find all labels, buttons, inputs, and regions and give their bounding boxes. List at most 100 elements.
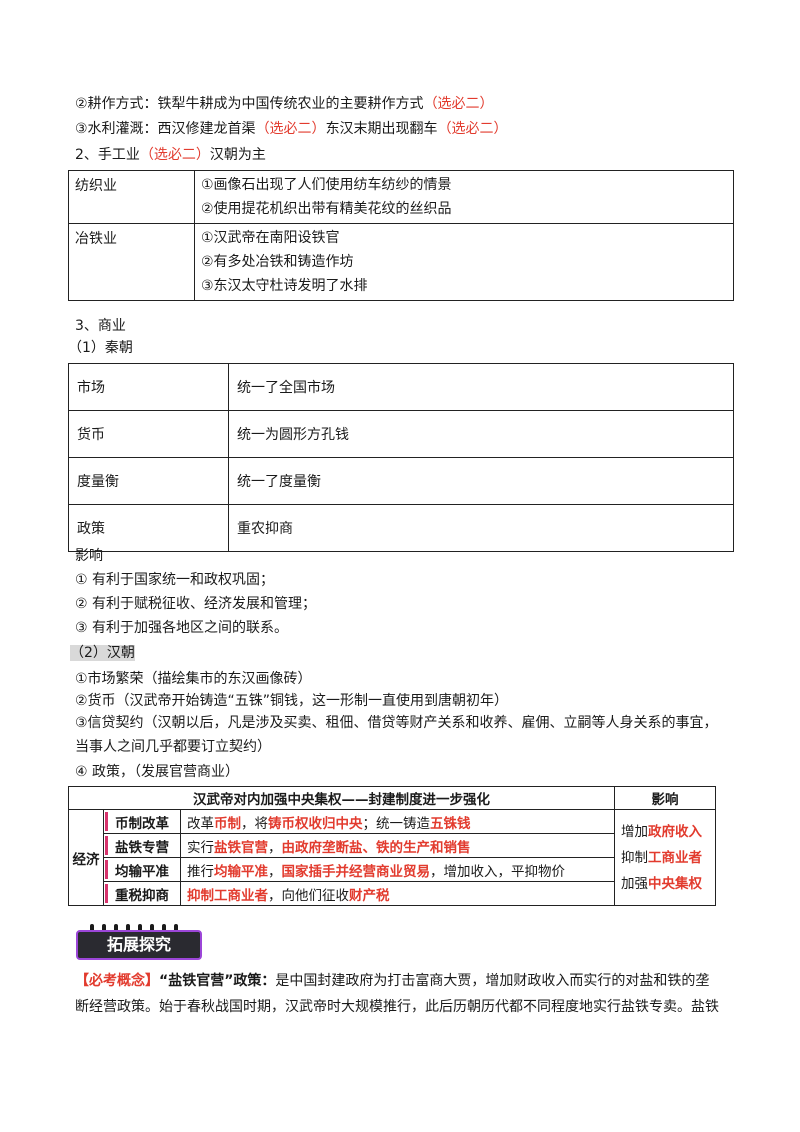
policy-effect: 抑制工商业者: [621, 845, 715, 871]
plain-text: ，: [268, 863, 282, 880]
qin-value: 统一了度量衡: [228, 457, 734, 505]
qin-key: 政策: [68, 504, 229, 552]
plain-text: 实行: [187, 839, 214, 856]
policy-impact-header: 影响: [614, 786, 716, 810]
policy-category: 经济: [68, 809, 104, 906]
emphasis-text: 铸币权收归中央: [268, 815, 363, 832]
handicraft-item: ②有多处冶铁和铸造作坊: [201, 254, 354, 270]
emphasis-text: 五铢钱: [430, 815, 471, 832]
emphasis-text: 由政府垄断盐、铁的生产和销售: [281, 839, 471, 856]
impact-item: ③ 有利于加强各地区之间的联系。: [75, 620, 289, 636]
plain-text: ；统一铸造: [362, 815, 431, 832]
emphasis-text: 工商业者: [648, 849, 702, 866]
plain-text: 加强: [621, 875, 648, 892]
handicraft-values: ①汉武帝在南阳设铁官 ②有多处冶铁和铸造作坊 ③东汉太守杜诗发明了水排: [194, 223, 734, 301]
qin-table: 市场 统一了全国市场 货币 统一为圆形方孔钱 度量衡 统一了度量衡 政策 重农抑…: [68, 363, 734, 552]
section-badge: 拓展探究: [76, 924, 202, 960]
policy-effect: 加强中央集权: [621, 871, 715, 897]
qin-key: 市场: [68, 363, 229, 411]
concept-tag: 【必考概念】: [75, 973, 159, 989]
policy-table-title: 汉武帝对内加强中央集权——封建制度进一步强化: [68, 786, 615, 810]
handicraft-item: ③东汉太守杜诗发明了水排: [201, 278, 368, 294]
qin-value: 重农抑商: [228, 504, 734, 552]
table-row: 经济 币制改革 改革币制，将铸币权收归中央；统一铸造五铢钱 增加政府收入 抑制工…: [68, 809, 716, 906]
policy-item: 币制改革: [103, 809, 181, 834]
qin-value: 统一了全国市场: [228, 363, 734, 411]
plain-text: 增加: [621, 823, 648, 840]
item-marker: [105, 860, 108, 879]
emphasis-text: 财产税: [349, 887, 390, 904]
han-point: 当事人之间几乎都要订立契约）: [75, 739, 271, 755]
agri-water-tag: （选必二）: [255, 121, 326, 137]
plain-text: ，增加收入，平抑物价: [430, 863, 565, 880]
policy-item: 重税抑商: [103, 881, 181, 906]
concept-line: 断经营政策。始于春秋战国时期，汉武帝时大规模推行，此后历朝历代都不同程度地实行盐…: [75, 999, 719, 1015]
concept-line: 【必考概念】“盐铁官营”政策：是中国封建政府为打击富商大贾，增加财政收入而实行的…: [75, 968, 725, 994]
han-point: ③信贷契约（汉朝以后，凡是涉及买卖、租佃、借贷等财产关系和收养、雇佣、立嗣等人身…: [75, 715, 718, 731]
handicraft-key: 冶铁业: [68, 223, 195, 301]
han-point: ④ 政策，（发展官营商业）: [75, 764, 240, 780]
table-row: 货币 统一为圆形方孔钱: [68, 410, 734, 458]
table-row: 冶铁业 ①汉武帝在南阳设铁官 ②有多处冶铁和铸造作坊 ③东汉太守杜诗发明了水排: [68, 223, 734, 301]
handicraft-item: ②使用提花机织出带有精美花纹的丝织品: [201, 201, 452, 217]
concept-text: 是中国封建政府为打击富商大贾，增加财政收入而实行的对盐和铁的垄: [275, 973, 710, 989]
han-point: ②货币（汉武帝开始铸造“五铢”铜钱，这一形制一直使用到唐朝初年）: [75, 693, 509, 709]
section-badge-label: 拓展探究: [76, 930, 202, 960]
policy-table: 汉武帝对内加强中央集权——封建制度进一步强化 影响 经济 币制改革 改革币制，将…: [68, 786, 716, 906]
plain-text: ，: [268, 839, 282, 856]
plain-text: 抑制: [621, 849, 648, 866]
policy-item: 盐铁专营: [103, 833, 181, 858]
handicraft-item: ①汉武帝在南阳设铁官: [201, 230, 340, 246]
item-marker: [105, 812, 108, 831]
item-marker: [105, 884, 108, 903]
plain-text: 推行: [187, 863, 214, 880]
table-row: 度量衡 统一了度量衡: [68, 457, 734, 505]
policy-desc: 抑制工商业者，向他们征收财产税: [180, 881, 615, 906]
impact-item: ① 有利于国家统一和政权巩固；: [75, 572, 275, 588]
concept-term: “盐铁官营”政策：: [159, 973, 276, 989]
emphasis-text: 均输平准: [214, 863, 268, 880]
item-marker: [105, 836, 108, 855]
handicraft-key: 纺织业: [68, 170, 195, 224]
agri-water-line: ③水利灌溉：西汉修建龙首渠（选必二）东汉末期出现翻车（选必二）: [75, 119, 508, 139]
policy-item: 均输平准: [103, 857, 181, 882]
agri-plow-text: ②耕作方式：铁犁牛耕成为中国传统农业的主要耕作方式: [75, 96, 424, 112]
concept-paragraph: 【必考概念】“盐铁官营”政策：是中国封建政府为打击富商大贾，增加财政收入而实行的…: [75, 968, 725, 1020]
handicraft-heading-text: 2、手工业: [75, 147, 140, 163]
han-point: ①市场繁荣（描绘集市的东汉画像砖）: [75, 671, 312, 687]
handicraft-values: ①画像石出现了人们使用纺车纺纱的情景 ②使用提花机织出带有精美花纹的丝织品: [194, 170, 734, 224]
handicraft-heading-suffix: 汉朝为主: [209, 147, 266, 163]
handicraft-heading: 2、手工业（选必二）汉朝为主: [75, 145, 266, 165]
table-row: 市场 统一了全国市场: [68, 363, 734, 411]
policy-effects: 增加政府收入 抑制工商业者 加强中央集权: [614, 809, 716, 906]
table-row: 纺织业 ①画像石出现了人们使用纺车纺纱的情景 ②使用提花机织出带有精美花纹的丝织…: [68, 170, 734, 224]
han-heading: （2）汉朝: [70, 643, 135, 663]
emphasis-text: 币制: [214, 815, 241, 832]
table-row: 均输平准 推行均输平准，国家插手并经营商业贸易，增加收入，平抑物价: [69, 857, 716, 882]
impact-title: 影响: [75, 548, 103, 564]
emphasis-text: 政府收入: [648, 823, 702, 840]
plain-text: ，将: [241, 815, 268, 832]
qin-key: 度量衡: [68, 457, 229, 505]
policy-desc: 实行盐铁官营，由政府垄断盐、铁的生产和销售: [180, 833, 615, 858]
agri-water-text: ③水利灌溉：西汉修建龙首渠: [75, 121, 256, 137]
policy-effect: 增加政府收入: [621, 819, 715, 845]
impact-item: ② 有利于赋税征收、经济发展和管理；: [75, 596, 316, 612]
agri-water-mid: 东汉末期出现翻车: [325, 121, 438, 137]
table-row: 盐铁专营 实行盐铁官营，由政府垄断盐、铁的生产和销售: [69, 833, 716, 858]
qin-value: 统一为圆形方孔钱: [228, 410, 734, 458]
agri-water-tag2: （选必二）: [437, 121, 508, 137]
emphasis-text: 盐铁官营: [214, 839, 268, 856]
agri-plow-line: ②耕作方式：铁犁牛耕成为中国传统农业的主要耕作方式（选必二）: [75, 94, 494, 114]
table-row: 汉武帝对内加强中央集权——封建制度进一步强化 影响: [68, 786, 716, 810]
table-row: 政策 重农抑商: [68, 504, 734, 552]
emphasis-text: 中央集权: [648, 875, 702, 892]
agri-plow-tag: （选必二）: [423, 96, 494, 112]
binder-rings-icon: [90, 924, 190, 934]
plain-text: 改革: [187, 815, 214, 832]
table-row: 重税抑商 抑制工商业者，向他们征收财产税: [69, 881, 716, 906]
policy-desc: 推行均输平准，国家插手并经营商业贸易，增加收入，平抑物价: [180, 857, 615, 882]
emphasis-text: 国家插手并经营商业贸易: [281, 863, 431, 880]
emphasis-text: 抑制工商业者: [187, 887, 268, 904]
